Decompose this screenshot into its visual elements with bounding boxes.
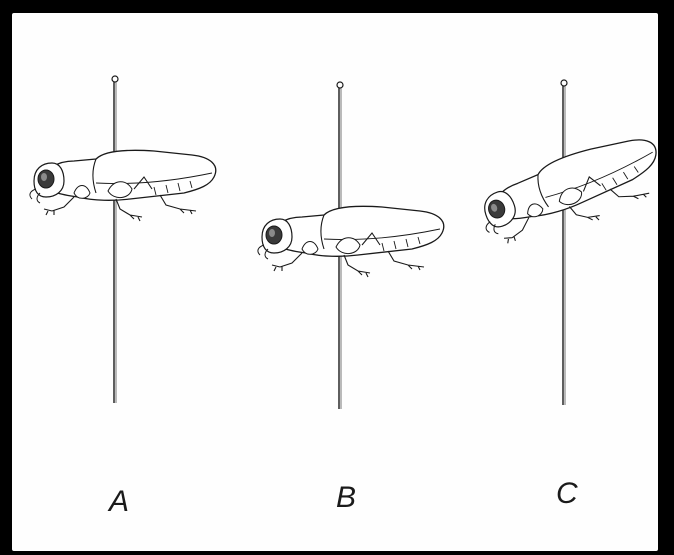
panel-c-pin [561, 80, 567, 405]
panel-label-a: A [109, 487, 129, 517]
panel-a-pin [112, 76, 118, 403]
pinned-insects-diagram [12, 13, 658, 551]
panel-label-c: C [556, 479, 578, 509]
panel-a-insect [30, 150, 216, 221]
panel-label-b: B [336, 483, 356, 513]
panel-b-insect [258, 206, 444, 277]
figure-canvas: A B C [12, 13, 658, 551]
